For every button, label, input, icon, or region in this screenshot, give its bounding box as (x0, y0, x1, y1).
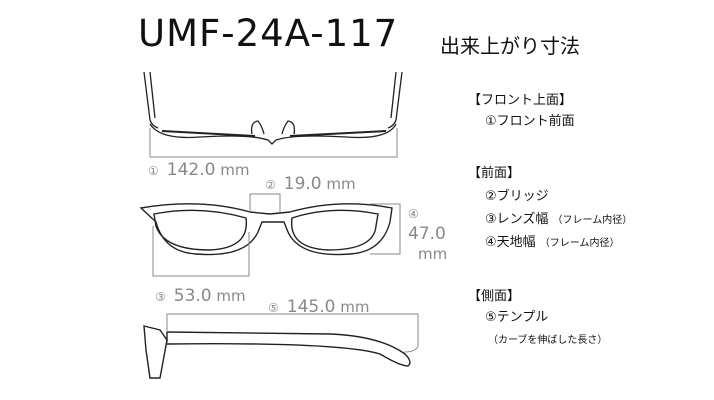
value: 142.0 (166, 160, 216, 180)
product-title: UMF-24A-117 (138, 12, 399, 55)
unit: mm (326, 175, 356, 193)
legend-item-5: ⑤テンプル (485, 310, 549, 325)
dimension-3: ③ 53.0 mm (155, 286, 246, 306)
dimension-5: ⑤ 145.0 mm (268, 297, 369, 317)
unit: mm (340, 298, 370, 316)
legend-item-5-note: （カーブを伸ばした長さ） (488, 335, 608, 346)
marker: ③ (155, 290, 166, 304)
value: 53.0 (173, 286, 212, 306)
note: （フレーム内径） (539, 238, 620, 249)
front-view (139, 203, 393, 256)
legend-top-heading: 【フロント上面】 (468, 93, 573, 108)
unit: mm (220, 161, 250, 179)
label: ③レンズ幅 (485, 212, 549, 227)
legend-side-heading: 【側面】 (468, 289, 521, 304)
legend-front-heading: 【前面】 (468, 166, 521, 181)
marker: ① (148, 164, 159, 178)
value: 145.0 (286, 297, 336, 317)
unit: mm (418, 245, 448, 263)
dimension-1: ① 142.0 mm (148, 160, 249, 180)
dim-lines-front (152, 193, 401, 277)
dim-5-line (166, 313, 419, 353)
dimension-4: ④ 47.0 mm (408, 204, 447, 264)
side-view (143, 325, 411, 379)
legend-item-2: ②ブリッジ (485, 189, 549, 204)
unit: mm (216, 287, 246, 305)
subtitle: 出来上がり寸法 (440, 34, 580, 58)
dim-1-line (149, 128, 398, 158)
dimension-2: ② 19.0 mm (265, 174, 356, 194)
legend-item-3: ③レンズ幅 （フレーム内径） (485, 208, 632, 227)
value: 19.0 (283, 174, 322, 194)
legend-item-1: ①フロント前面 (485, 114, 575, 129)
marker: ④ (408, 207, 419, 221)
label: ④天地幅 (485, 235, 536, 250)
marker: ② (265, 178, 276, 192)
legend-item-4: ④天地幅 （フレーム内径） (485, 231, 620, 250)
marker: ⑤ (268, 301, 279, 315)
top-view (143, 71, 403, 145)
note: （フレーム内径） (552, 215, 633, 226)
value: 47.0 (408, 224, 446, 244)
